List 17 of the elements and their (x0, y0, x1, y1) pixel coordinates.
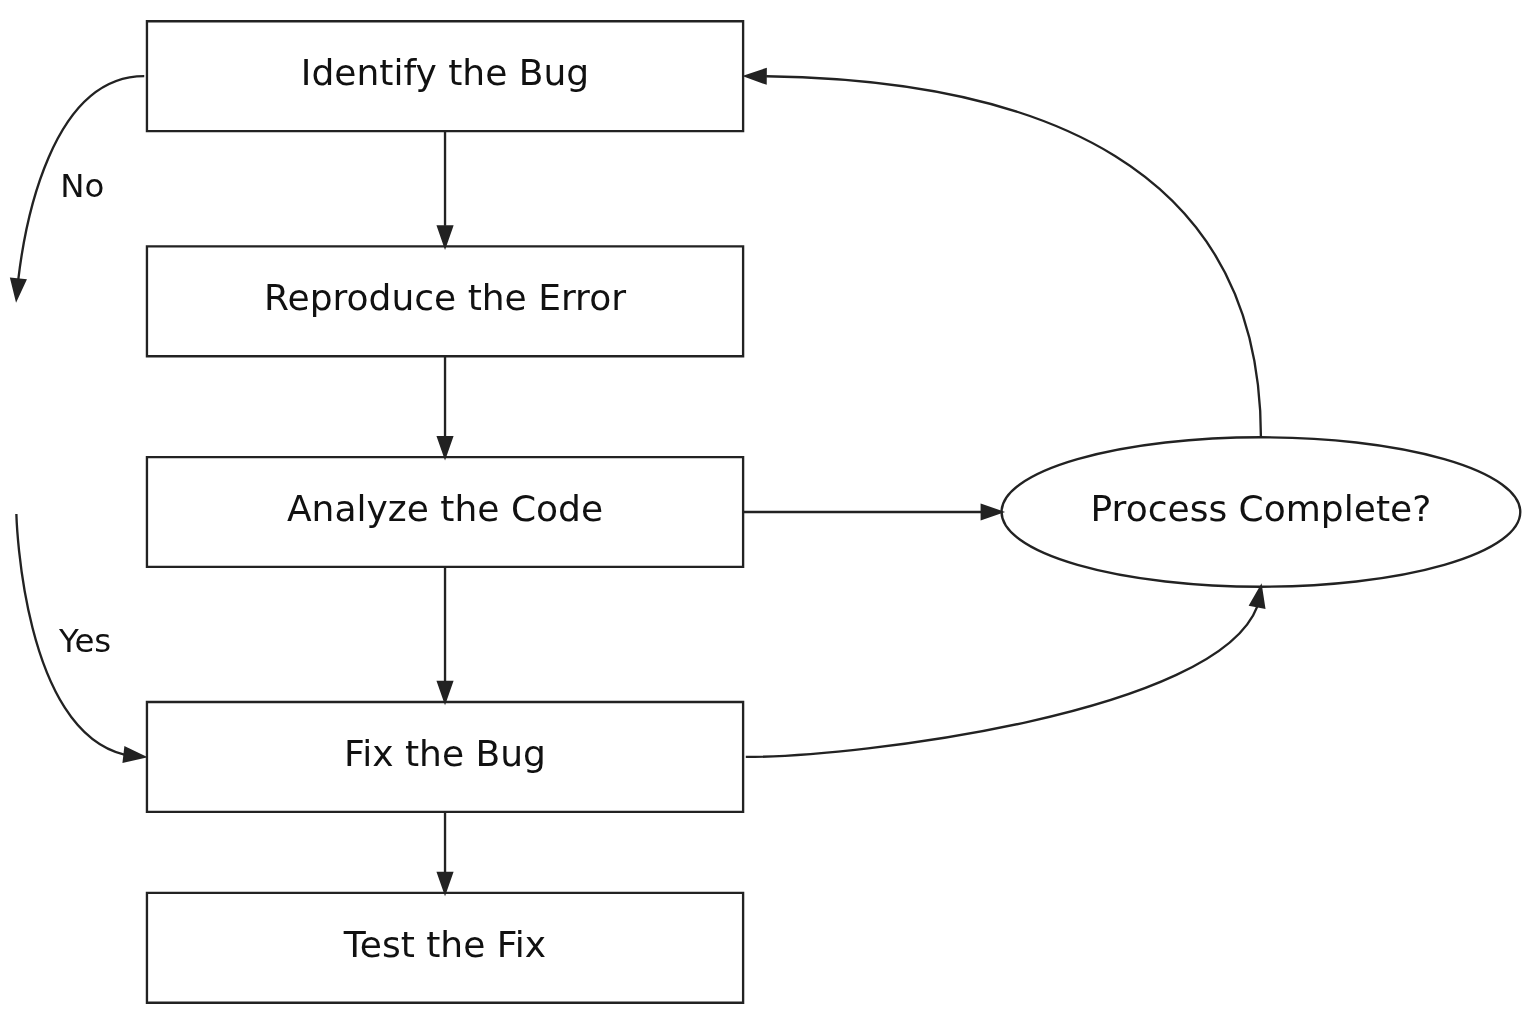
edge-label: Yes (58, 622, 112, 661)
node-box: Fix the Bug (145, 700, 745, 814)
node-box: Reproduce the Error (145, 245, 745, 358)
arrow (9, 75, 145, 303)
node-box: Test the Fix (145, 891, 745, 1004)
arrow (743, 503, 1006, 521)
arrow (436, 131, 454, 250)
arrow (15, 513, 148, 764)
arrow (436, 567, 454, 706)
node-box: Analyze the Code (145, 455, 745, 569)
arrow (436, 811, 454, 897)
arrow (742, 67, 1263, 438)
node-box: Identify the Bug (145, 20, 745, 133)
node-ellipse: Process Complete? (1000, 436, 1522, 588)
arrow (436, 356, 454, 461)
arrow (745, 583, 1266, 759)
edge-label: No (60, 166, 105, 205)
